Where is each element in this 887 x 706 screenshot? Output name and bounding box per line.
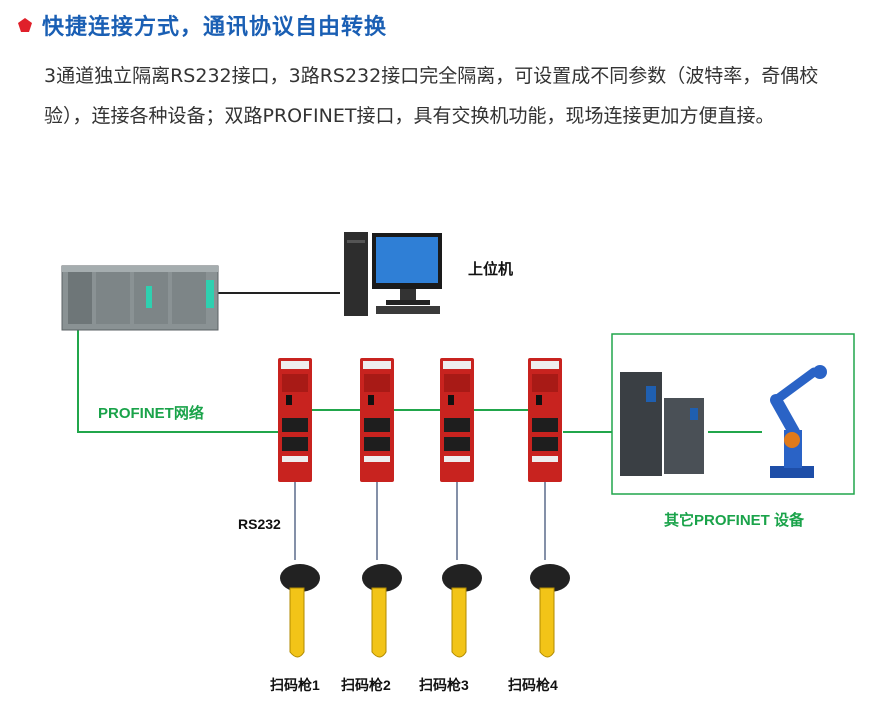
other-devices-box (611, 333, 855, 495)
other-devices-label: 其它PROFINET 设备 (664, 512, 805, 529)
scanner-1-icon (280, 564, 320, 658)
section-heading: 快捷连接方式，通讯协议自由转换 (18, 10, 387, 40)
drive-cabinet-icon (620, 372, 704, 476)
scanner-3-icon (442, 564, 482, 658)
plc-rack-icon (61, 265, 219, 331)
section-title: 快捷连接方式，通讯协议自由转换 (42, 15, 388, 40)
rs232-lines (294, 482, 546, 560)
network-lines (77, 330, 762, 433)
robot-arm-icon (770, 365, 827, 478)
scanner-3-label: 扫码枪3 (419, 677, 469, 693)
computer-icon (344, 232, 442, 316)
scanner-1-label: 扫码枪1 (270, 677, 320, 693)
pc-label: 上位机 (468, 261, 514, 278)
description-text: 3通道独立隔离RS232接口，3路RS232接口完全隔离，可设置成不同参数（波特… (44, 65, 819, 127)
gateway-4 (528, 358, 562, 482)
network-label: PROFINET网络 (98, 405, 204, 422)
gateway-3 (440, 358, 474, 482)
scanner-4-label: 扫码枪4 (508, 677, 558, 693)
gateway-1 (278, 358, 312, 482)
gateway-2 (360, 358, 394, 482)
scanner-4-icon (530, 564, 570, 658)
scanner-2-icon (362, 564, 402, 658)
scanner-2-label: 扫码枪2 (341, 677, 391, 693)
bullet-icon (18, 18, 32, 32)
serial-label: RS232 (238, 516, 281, 532)
